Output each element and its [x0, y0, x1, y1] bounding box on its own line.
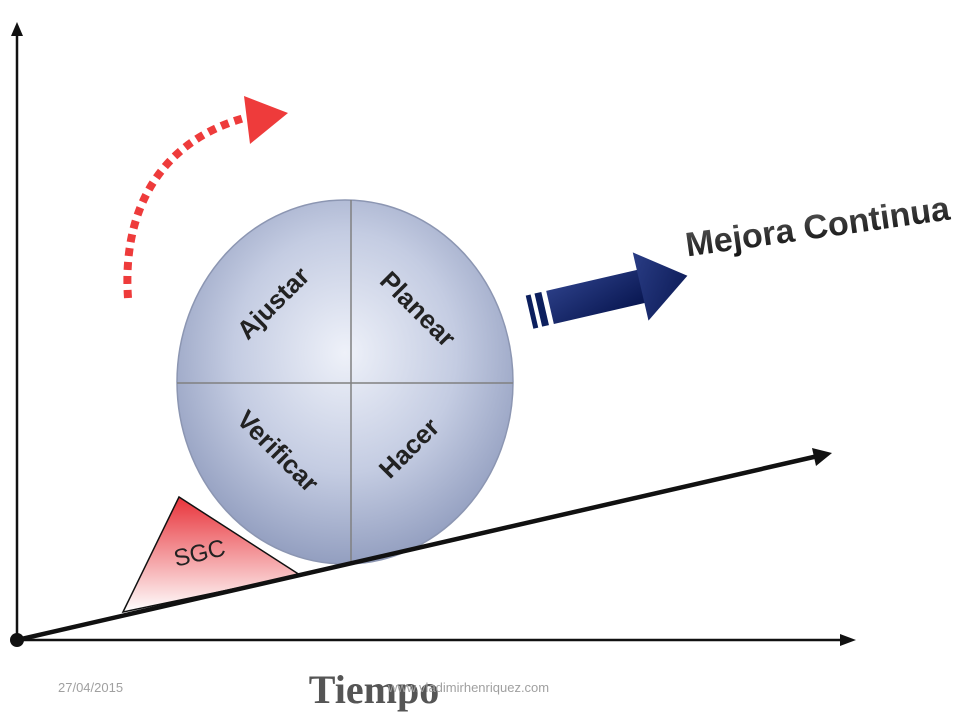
- progress-arrow: [525, 252, 688, 329]
- pdca-sphere: Ajustar Planear Verificar Hacer: [176, 199, 514, 565]
- slope-arrow: [16, 448, 832, 643]
- rotation-arrow: [123, 96, 288, 299]
- x-axis-label: Tiempo: [309, 667, 439, 712]
- y-axis: [11, 22, 23, 640]
- footer-url: www.vladimirhenriquez.com: [388, 680, 550, 695]
- footer-date: 27/04/2015: [58, 680, 124, 695]
- x-axis: [17, 634, 856, 646]
- diagram-title: Mejora Continua: [683, 190, 953, 265]
